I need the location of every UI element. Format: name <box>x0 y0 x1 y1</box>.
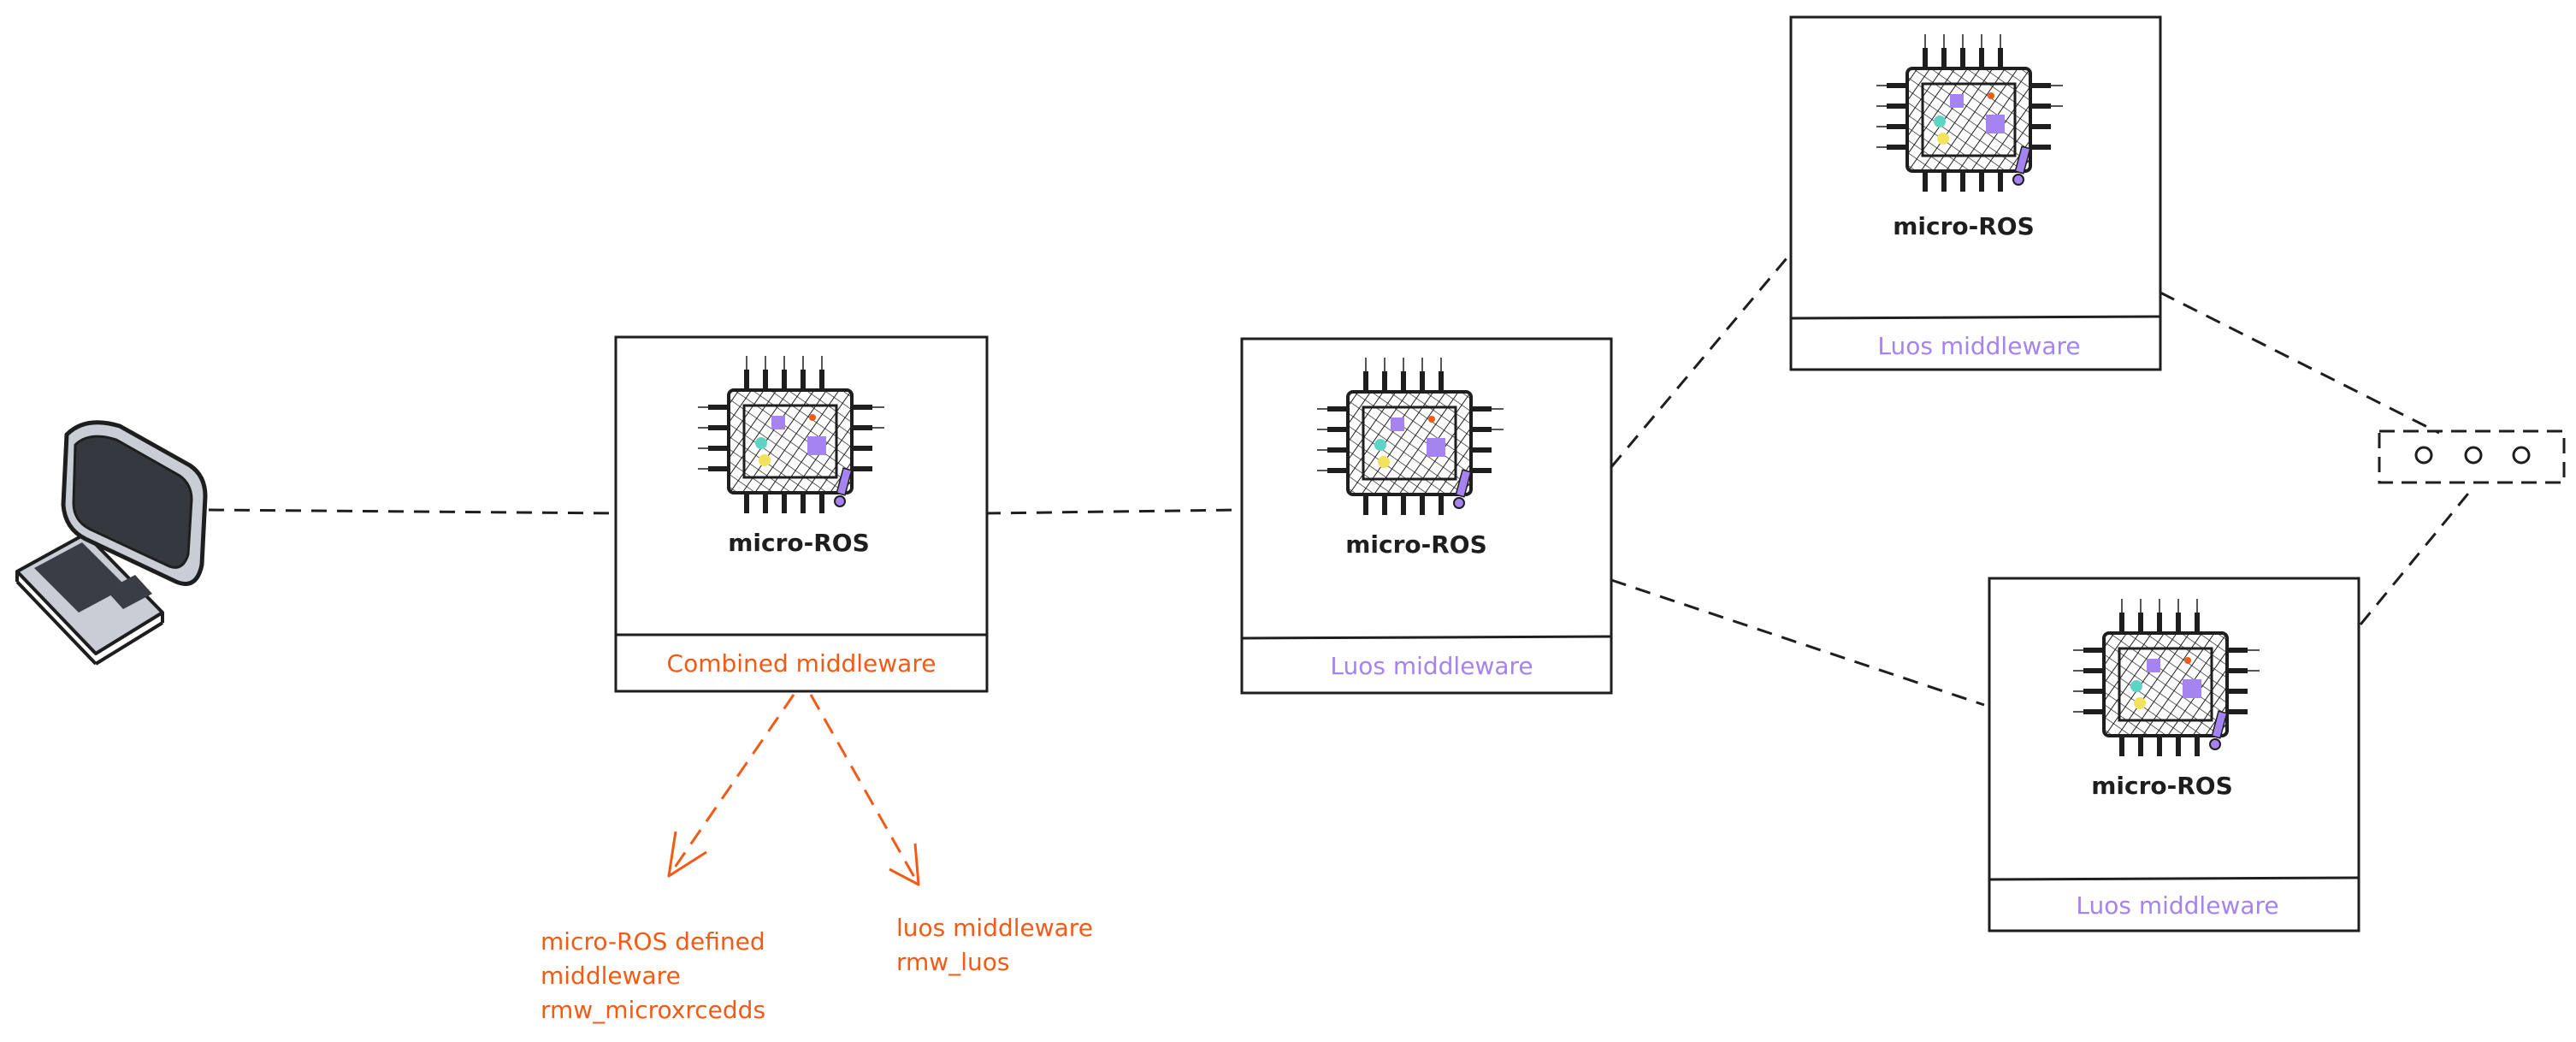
arrow-head-right <box>889 843 920 886</box>
chip-label: micro-ROS <box>1345 530 1487 559</box>
arrow-to-luos-middleware <box>809 694 920 885</box>
middleware-label: Luos middleware <box>2076 891 2278 920</box>
link-luos3-more <box>2359 488 2473 625</box>
annotation-microros-middleware: micro-ROS defined middleware rmw_microxr… <box>541 927 765 1024</box>
link-luos2-more <box>2159 291 2440 435</box>
node-combined[interactable]: micro-ROS Combined middleware <box>614 335 989 693</box>
node-luos-1[interactable]: micro-ROS Luos middleware <box>1240 337 1613 695</box>
arrow-to-microros-middleware <box>667 694 795 877</box>
annotation-luos-middleware: luos middleware rmw_luos <box>896 914 1093 976</box>
chip-label: micro-ROS <box>1893 212 2035 240</box>
middleware-label: Luos middleware <box>1330 652 1533 680</box>
annotation-line: rmw_microxrcedds <box>541 996 765 1024</box>
middleware-label: Combined middleware <box>667 649 936 678</box>
node-luos-3[interactable]: micro-ROS Luos middleware <box>1988 577 2360 932</box>
annotation-line: middleware <box>541 962 681 990</box>
annotation-line: luos middleware <box>896 914 1093 942</box>
computer-icon <box>15 420 208 666</box>
middleware-split-arrows <box>667 694 920 886</box>
link-combined-luos1 <box>984 508 1243 515</box>
link-computer-combined <box>208 508 617 515</box>
annotation-line: micro-ROS defined <box>541 927 765 956</box>
node-luos-2[interactable]: micro-ROS Luos middleware <box>1789 15 2162 371</box>
ellipsis-icon[interactable] <box>2378 429 2566 484</box>
link-luos1-luos2 <box>1610 252 1793 468</box>
link-luos1-luos3 <box>1610 578 1985 707</box>
middleware-label: Luos middleware <box>1877 332 2080 360</box>
chip-label: micro-ROS <box>2091 772 2233 800</box>
chip-label: micro-ROS <box>728 529 870 557</box>
connections <box>208 252 2473 707</box>
arrow-head-left <box>667 831 707 878</box>
annotation-line: rmw_luos <box>896 948 1009 976</box>
